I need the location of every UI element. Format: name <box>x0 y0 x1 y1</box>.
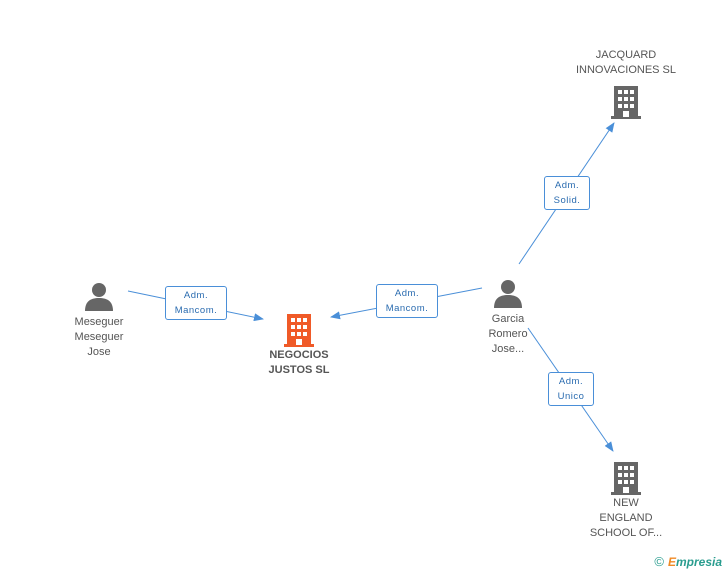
person-node-meseguer[interactable]: Meseguer Meseguer Jose <box>54 281 144 360</box>
brand-footer: © Empresia <box>654 554 722 569</box>
company-node-negocios[interactable]: NEGOCIOS JUSTOS SL <box>249 312 349 378</box>
brand-logo[interactable]: Empresia <box>668 555 722 569</box>
edge-label-line2: Solid. <box>553 195 581 206</box>
building-icon <box>611 462 641 495</box>
edge-label-line2: Unico <box>557 391 585 402</box>
company-label: JACQUARD INNOVACIONES SL <box>575 49 677 76</box>
copyright-icon: © <box>654 554 664 569</box>
edge-label-garcia-negocios: Adm. Mancom. <box>376 284 438 318</box>
person-node-garcia[interactable]: Garcia Romero Jose... <box>463 278 553 357</box>
edge-label-line1: Adm. <box>558 376 584 387</box>
edge-label-garcia-jacquard: Adm. Solid. <box>544 176 590 210</box>
company-label: NEW ENGLAND SCHOOL OF... <box>589 497 663 539</box>
person-icon <box>85 283 113 311</box>
company-label: NEGOCIOS JUSTOS SL <box>268 349 330 376</box>
edge-label-line2: Mancom. <box>174 305 218 316</box>
building-icon <box>611 86 641 119</box>
brand-rest: mpresia <box>675 554 722 569</box>
building-icon <box>284 314 314 347</box>
person-label: Garcia Romero Jose... <box>488 313 528 355</box>
company-node-newengland[interactable]: NEW ENGLAND SCHOOL OF... <box>576 460 676 541</box>
edge-label-line1: Adm. <box>554 180 580 191</box>
edge-label-line1: Adm. <box>394 288 420 299</box>
edge-label-line1: Adm. <box>183 290 209 301</box>
person-label: Meseguer Meseguer Jose <box>74 316 124 358</box>
edge-label-meseguer-negocios: Adm. Mancom. <box>165 286 227 320</box>
edge-label-line2: Mancom. <box>385 303 429 314</box>
brand-initial: E <box>667 554 676 569</box>
person-icon <box>494 280 522 308</box>
edge-label-garcia-newengland: Adm. Unico <box>548 372 594 406</box>
company-node-jacquard[interactable]: JACQUARD INNOVACIONES SL <box>566 48 686 120</box>
